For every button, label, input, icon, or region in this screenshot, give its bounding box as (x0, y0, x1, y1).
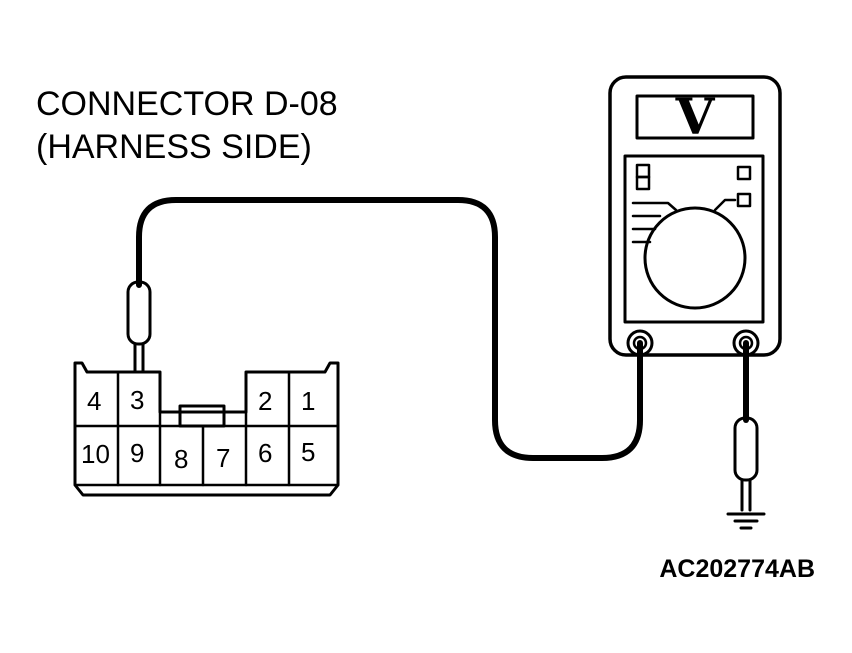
pin-label: 4 (87, 386, 101, 416)
pin-label: 3 (130, 385, 144, 415)
pin-label: 1 (301, 386, 315, 416)
pin-label: 10 (81, 439, 110, 469)
rotary-dial (643, 206, 747, 310)
ground-probe (733, 416, 759, 512)
meter-display (635, 94, 755, 140)
ground-icon (726, 512, 766, 530)
meter-display-unit: V (675, 87, 716, 146)
figure-code: AC202774AB (659, 555, 815, 583)
connector-probe (126, 280, 152, 374)
pin-label: 5 (301, 437, 315, 467)
pin-label: 6 (258, 438, 272, 468)
connector-d08: 4 3 2 1 10 9 8 7 6 5 (73, 361, 340, 497)
pin-label: 9 (130, 438, 144, 468)
pin-label: 7 (216, 443, 230, 473)
pin-label: 2 (258, 386, 272, 416)
multimeter: V (608, 75, 782, 357)
connector-title: CONNECTOR D-08 (36, 85, 338, 123)
connector-subtitle: (HARNESS SIDE) (36, 128, 312, 166)
com-jack (626, 329, 654, 357)
pin-label: 8 (174, 444, 188, 474)
test-lead-wire (136, 197, 643, 461)
